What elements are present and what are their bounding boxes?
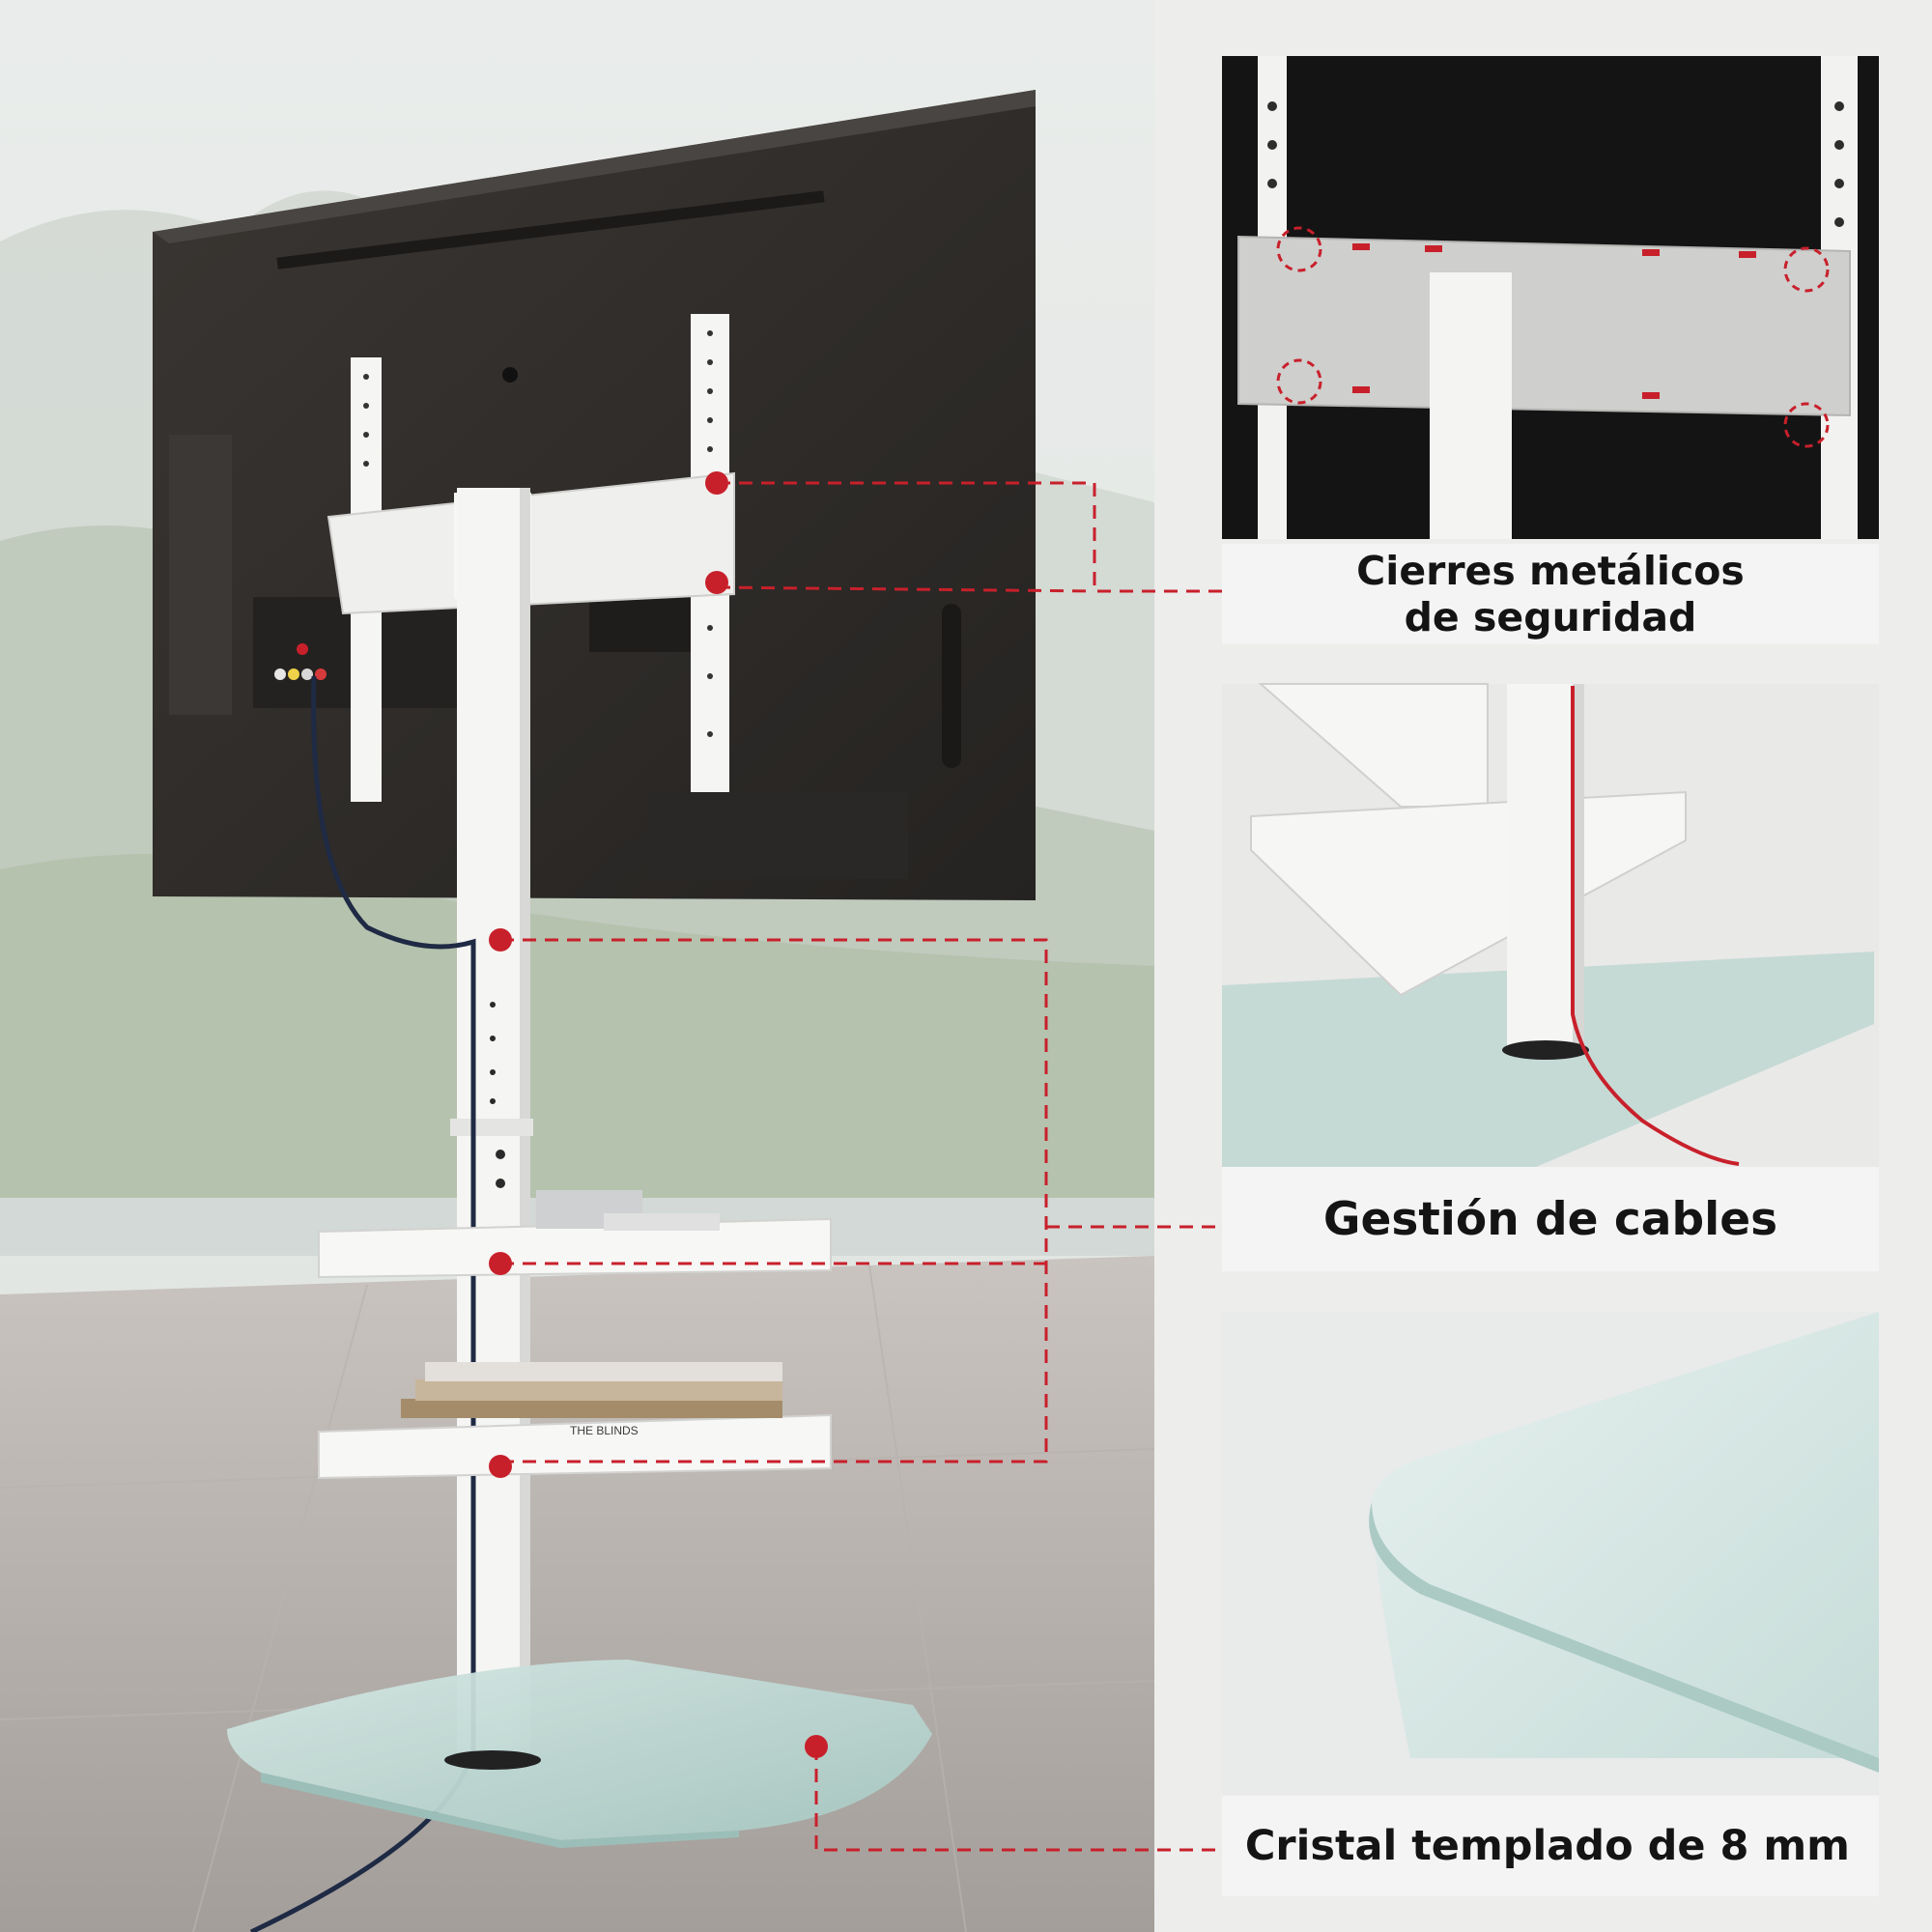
stand-pole [450,488,533,1768]
av-ports [274,643,327,680]
cable-management-label: Gestión de cables [1322,1192,1778,1246]
detail-panel-cables [1222,683,1879,1167]
lower-shelf: THE BLINDS [318,1362,832,1480]
tempered-glass-caption: Cristal templado de 8 mm [1222,1796,1879,1896]
books: THE BLINDS [401,1362,782,1437]
tempered-glass-label: Cristal templado de 8 mm [1244,1822,1850,1870]
glass-base [227,1660,932,1848]
cable-management-caption: Gestión de cables [1222,1167,1879,1271]
book-spine-text: THE BLINDS [570,1424,639,1437]
security-locks-line1: Cierres metálicos [1356,548,1745,594]
detail-panel-locks [1222,56,1879,539]
security-locks-line2: de seguridad [1404,594,1697,640]
callout-lines [500,481,1278,1852]
security-locks-caption: Cierres metálicos de seguridad [1222,544,1879,644]
detail-panel-glass [1222,1312,1879,1795]
av-cable [249,675,476,1932]
